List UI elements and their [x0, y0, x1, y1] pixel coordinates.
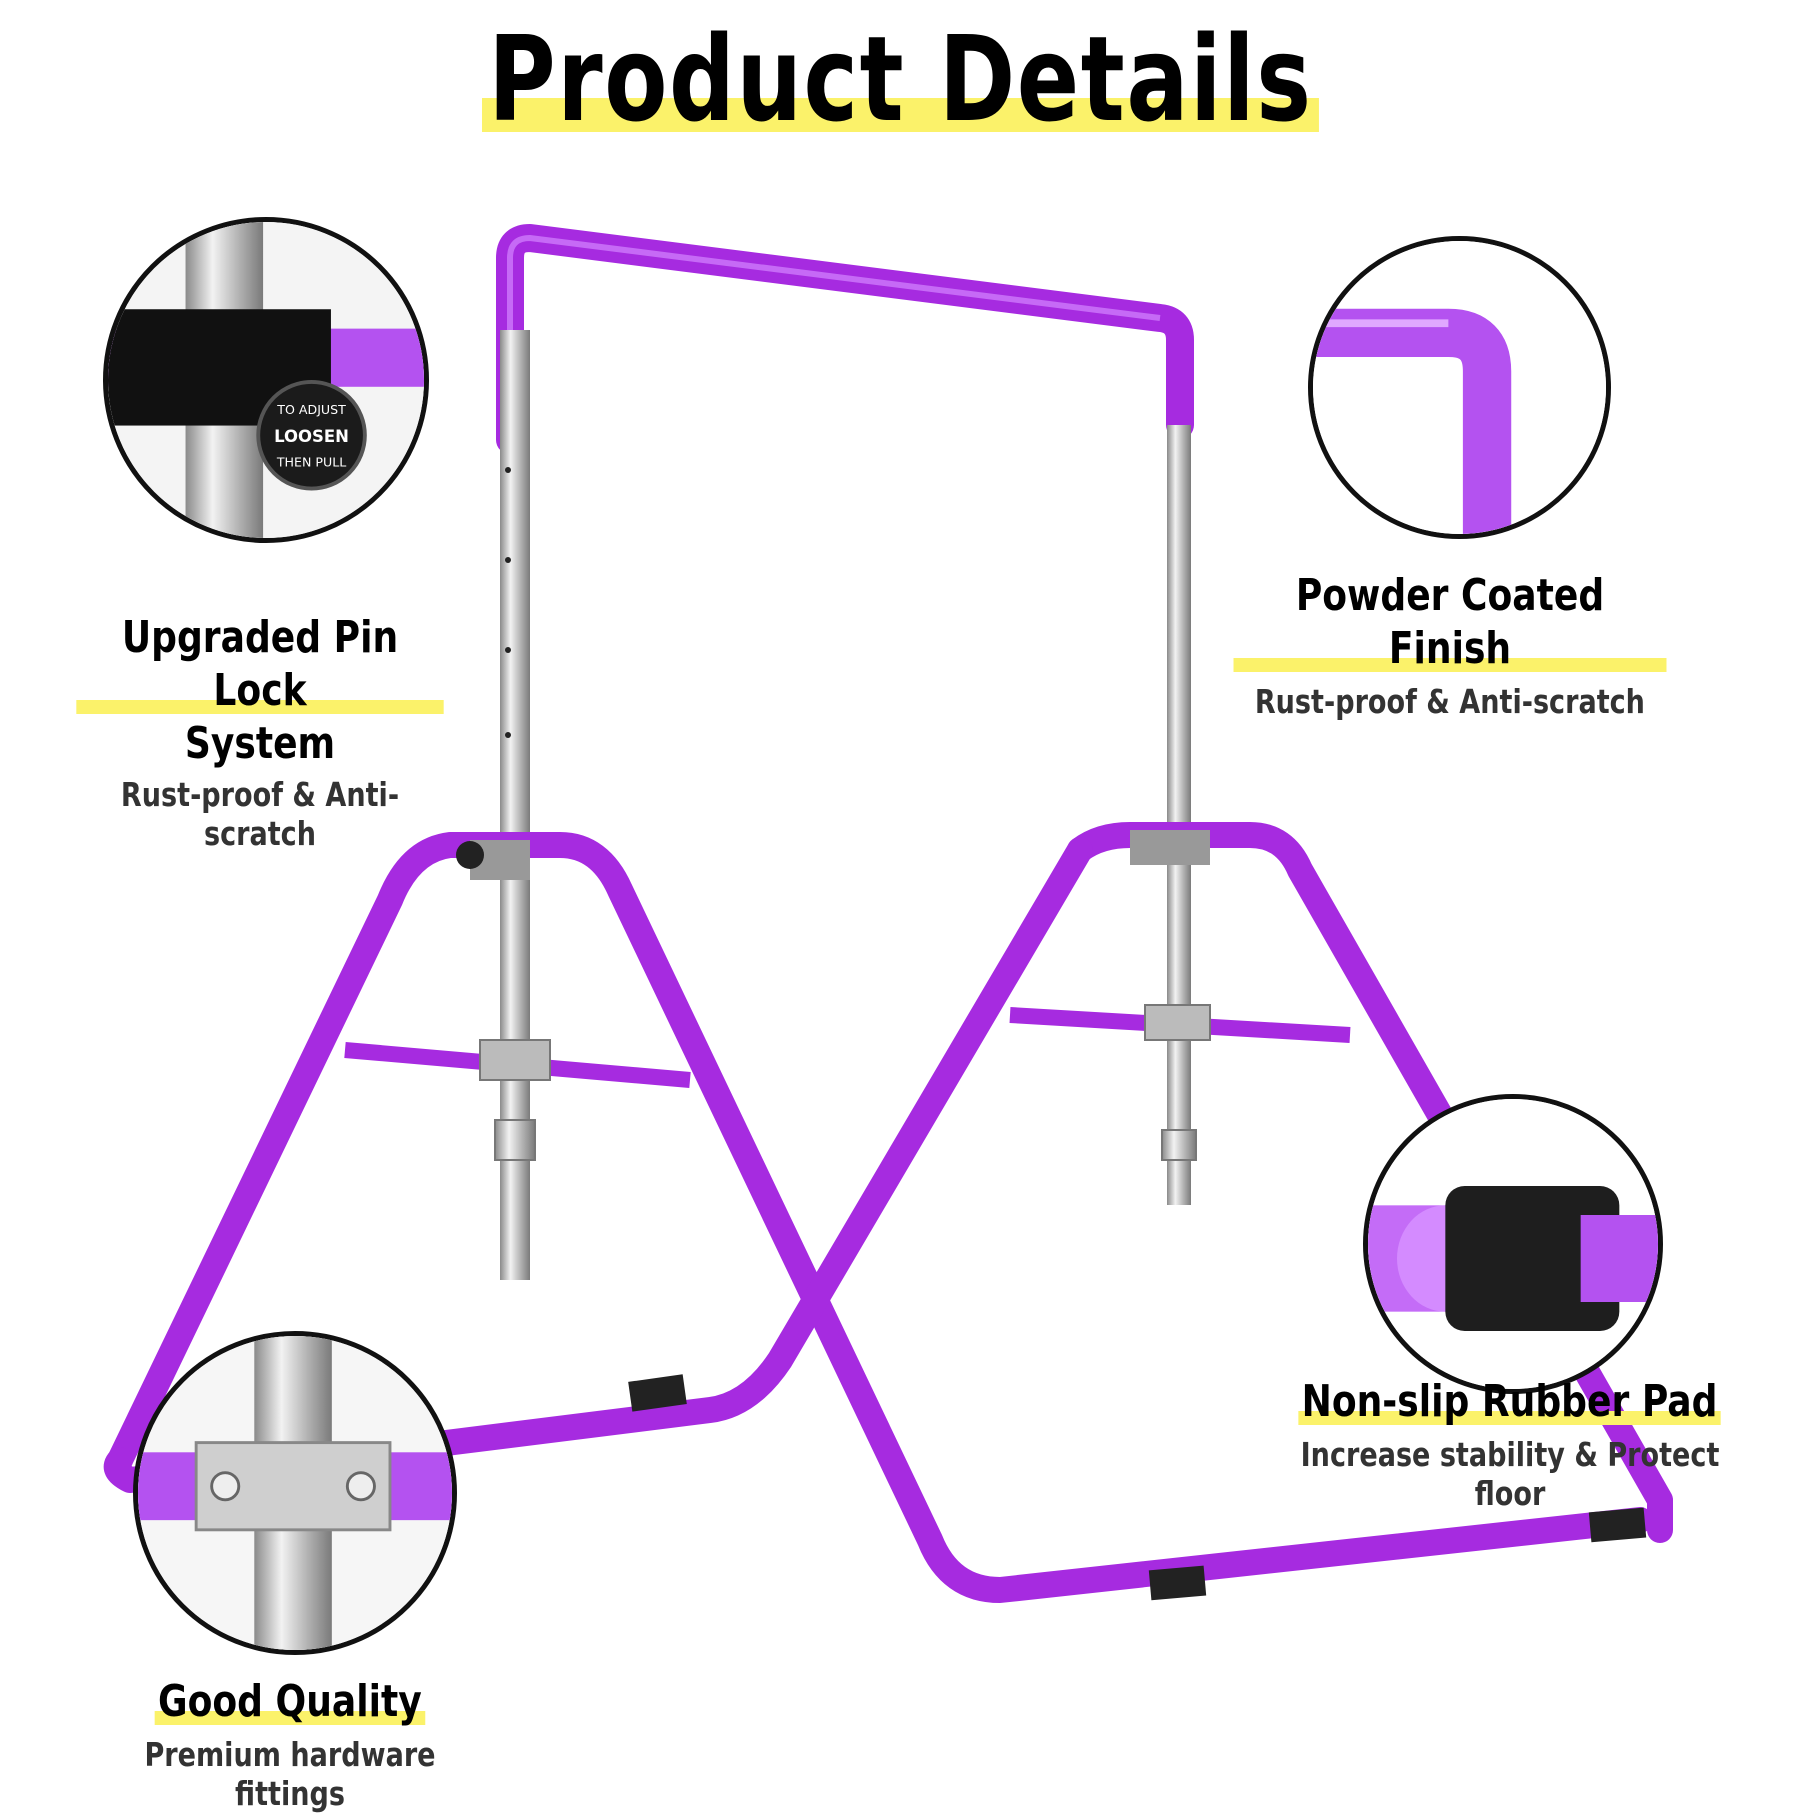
feature-good-quality-subtitle: Premium hardware fittings [144, 1734, 436, 1813]
feature-rubber-pad: Non-slip Rubber Pad Increase stability &… [1230, 1376, 1790, 1513]
feature-good-quality-heading: Good Quality [154, 1676, 426, 1729]
feature-powder-coating: Powder Coated Finish Rust-proof & Anti-s… [1190, 570, 1710, 721]
pin-lock-closeup-circle: TO ADJUST LOOSEN THEN PULL [103, 217, 429, 543]
coated-corner-icon [1313, 241, 1606, 534]
page-title: Product Details [481, 20, 1319, 138]
feature-powder-coating-subtitle: Rust-proof & Anti-scratch [1254, 681, 1646, 721]
pin-lock-icon: TO ADJUST LOOSEN THEN PULL [108, 222, 424, 538]
feature-rubber-pad-subtitle: Increase stability & Protect floor [1300, 1434, 1720, 1513]
clamp-icon [138, 1336, 452, 1650]
powder-coating-closeup-circle [1308, 236, 1611, 539]
feature-pin-lock-heading-line2: System [184, 717, 336, 769]
feature-rubber-pad-heading: Non-slip Rubber Pad [1298, 1376, 1722, 1429]
feature-pin-lock-heading: Upgraded Pin Lock [76, 612, 444, 718]
feature-pin-lock-subtitle: Rust-proof & Anti-scratch [120, 774, 400, 853]
feature-powder-coating-heading: Powder Coated Finish [1233, 570, 1667, 676]
top-bar [496, 224, 1194, 454]
hardware-closeup-circle [133, 1331, 457, 1655]
right-post [1167, 425, 1191, 1205]
left-frame [107, 832, 1653, 1603]
feature-pin-lock: Upgraded Pin Lock System Rust-proof & An… [40, 612, 480, 853]
right-frame [1067, 822, 1673, 1543]
rubber-pad-icon [1368, 1099, 1658, 1389]
knob-bottom-text: THEN PULL [276, 454, 346, 469]
title-wrap: Product Details [0, 20, 1800, 138]
knob-top-text: TO ADJUST [276, 402, 346, 417]
rubber-pad-closeup-circle [1363, 1094, 1663, 1394]
knob-middle-text: LOOSEN [274, 427, 349, 446]
feature-good-quality: Good Quality Premium hardware fittings [60, 1676, 520, 1813]
